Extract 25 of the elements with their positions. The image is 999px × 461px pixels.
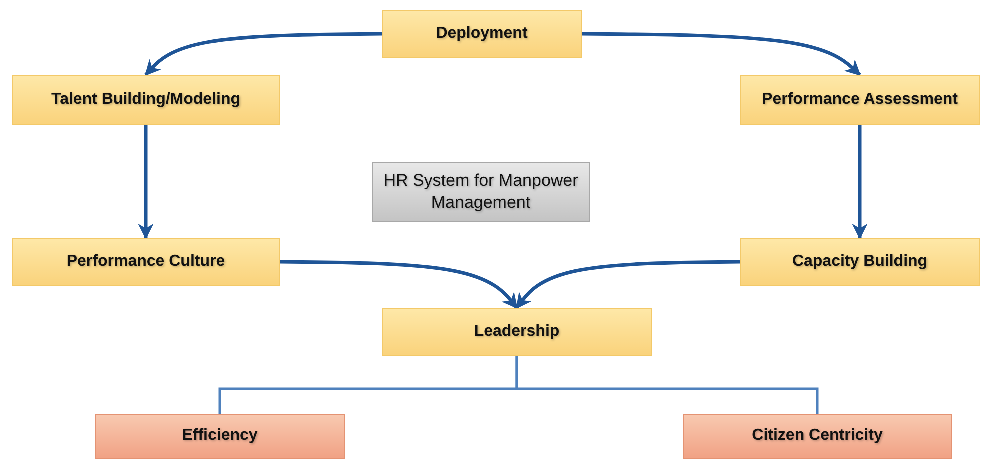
outcome-box (683, 414, 952, 459)
node-label: Talent Building/Modeling (51, 90, 240, 110)
arrow (516, 260, 740, 310)
arrow (582, 32, 862, 76)
node-label: Capacity Building (792, 252, 928, 272)
node-label: Efficiency (182, 426, 258, 446)
arrow (852, 125, 868, 240)
process-box (740, 238, 980, 286)
node-label: Performance Culture (66, 252, 226, 272)
center-box (372, 162, 590, 222)
node-label: Performance Assessment (762, 90, 958, 110)
node-label: HR System for Manpower Management (382, 170, 580, 214)
outcome-box (95, 414, 345, 459)
process-box (382, 308, 652, 356)
arrow (138, 125, 154, 240)
process-box (12, 75, 280, 125)
connector-line (516, 356, 819, 414)
node-label: Deployment (436, 24, 528, 44)
arrow (280, 260, 518, 310)
node-label: Citizen Centricity (752, 426, 883, 446)
process-box (12, 238, 280, 286)
process-box (740, 75, 980, 125)
arrow (144, 32, 382, 76)
process-box (382, 10, 582, 58)
node-label: Leadership (474, 322, 560, 342)
